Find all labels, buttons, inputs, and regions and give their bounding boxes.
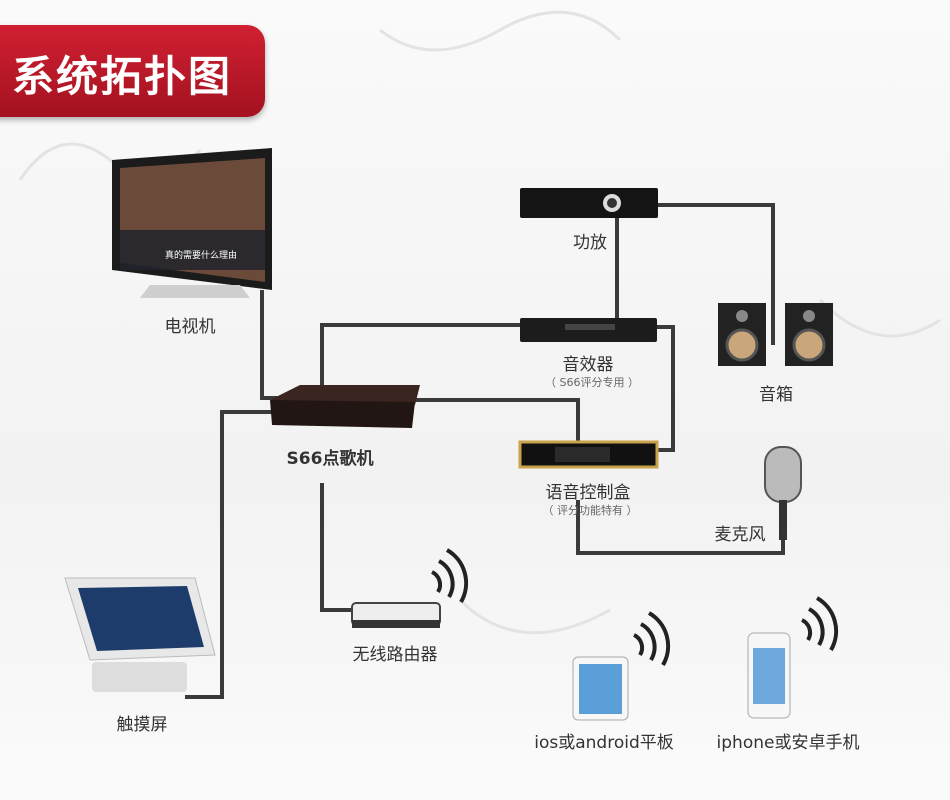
label-tv: 电视机 (164, 317, 216, 337)
tv-screen-text: 真的需要什么理由 (165, 249, 237, 261)
touchscreen-icon (64, 577, 216, 692)
label-mic: 麦克风 (714, 525, 766, 545)
wireless-signal-icons (430, 548, 839, 667)
title-banner: 系统拓扑图 (0, 25, 265, 117)
label-touchscreen: 触摸屏 (116, 715, 168, 735)
connection-lines (185, 203, 785, 699)
voice-control-box-icon (518, 440, 659, 469)
label-router: 无线路由器 (352, 645, 438, 665)
note-effects: （ S66评分专用 ） (545, 376, 639, 389)
tablet-icon (572, 656, 629, 721)
label-s66: S66点歌机 (286, 449, 374, 469)
line-tv-s66 (260, 290, 280, 400)
tv-icon: 真的需要什么理由 (112, 148, 272, 298)
speakers-icon (718, 303, 833, 366)
line-s66-router (320, 483, 352, 612)
effects-unit-icon (520, 318, 657, 342)
label-speakers: 音箱 (759, 385, 793, 405)
note-voice-box: （ 评分功能特有 ） (542, 504, 638, 517)
phone-icon (747, 632, 791, 719)
label-effects: 音效器 (562, 355, 614, 375)
page-title: 系统拓扑图 (12, 52, 233, 101)
label-phone: iphone或安卓手机 (716, 733, 860, 753)
router-icon (351, 602, 441, 628)
line-amp-speakers (655, 203, 775, 345)
label-amp: 功放 (573, 233, 607, 253)
amplifier-icon (520, 188, 658, 218)
line-s66-effects (320, 323, 522, 395)
line-s66-touch (185, 410, 275, 699)
s66-player-icon (270, 385, 420, 428)
label-tablet: ios或android平板 (534, 733, 674, 753)
line-effects-voice (655, 325, 675, 452)
label-voice-box: 语音控制盒 (545, 483, 631, 503)
line-s66-voice (415, 398, 580, 442)
microphone-icon (764, 446, 802, 540)
